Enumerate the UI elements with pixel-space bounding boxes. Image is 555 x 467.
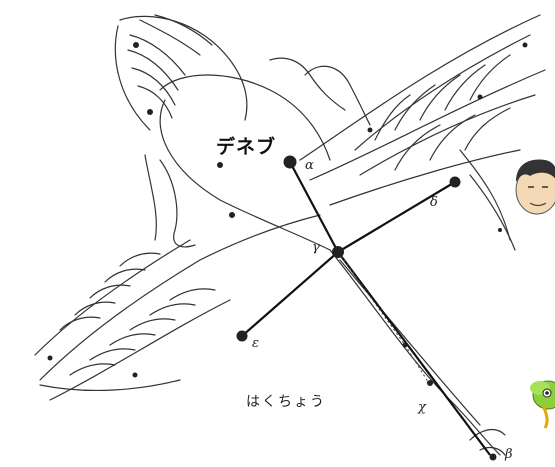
star-small	[133, 42, 139, 48]
star-beta	[490, 454, 497, 461]
deneb-label: デネブ	[216, 132, 276, 159]
star-epsilon	[237, 331, 248, 342]
star-small	[217, 162, 223, 168]
label-delta: δ	[430, 195, 438, 210]
star-small	[368, 128, 373, 133]
constellation-name-label: はくちょう	[246, 391, 326, 411]
star-small	[147, 109, 153, 115]
star-sadr-gamma	[332, 246, 344, 258]
star-small	[403, 343, 408, 348]
lower-left-wing	[35, 215, 320, 400]
upper-left-wing	[115, 15, 247, 130]
star-small	[229, 212, 235, 218]
teacher-face-icon	[516, 160, 555, 214]
label-alpha: α	[305, 158, 314, 173]
green-bird-mascot-icon	[530, 381, 555, 428]
label-chi: χ	[418, 400, 426, 415]
swan-tail	[330, 250, 505, 455]
star-chi	[427, 380, 433, 386]
star-small	[498, 228, 502, 232]
star-small	[48, 356, 53, 361]
star-small	[478, 95, 483, 100]
star-small	[523, 43, 528, 48]
label-epsilon: ε	[252, 336, 259, 351]
star-deneb-alpha	[284, 156, 297, 169]
label-gamma: γ	[312, 240, 320, 255]
star-small	[133, 373, 138, 378]
label-beta: β	[505, 447, 513, 462]
right-wing	[300, 15, 545, 250]
constellation-lines	[242, 162, 490, 455]
star-delta	[450, 177, 461, 188]
